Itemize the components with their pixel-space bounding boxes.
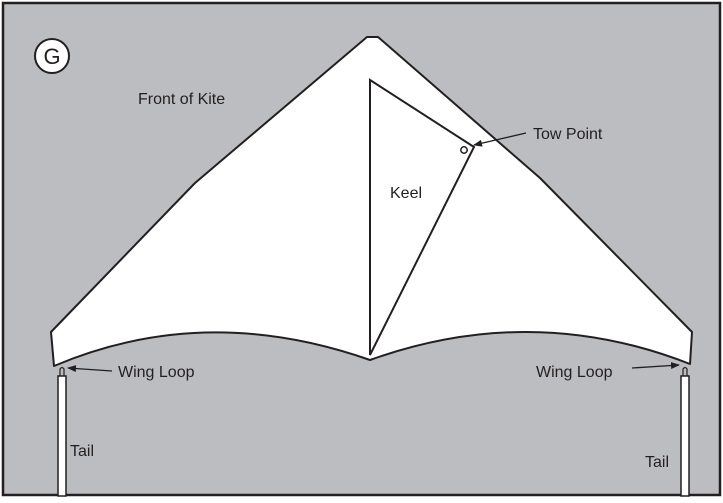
tow-point-label: Tow Point — [533, 126, 603, 143]
wing-loop-left-label: Wing Loop — [118, 364, 195, 381]
front-of-kite-label: Front of Kite — [138, 91, 225, 108]
wing-loop-right-label: Wing Loop — [536, 364, 613, 381]
tail-right-label: Tail — [645, 454, 669, 471]
keel-label: Keel — [390, 185, 422, 202]
tow-point-hole — [461, 147, 467, 153]
tail-left-label: Tail — [70, 443, 94, 460]
tail-right-streamer — [681, 376, 689, 496]
step-badge-letter: G — [43, 44, 60, 69]
tail-left-streamer — [58, 376, 66, 496]
step-badge: G — [35, 39, 69, 73]
